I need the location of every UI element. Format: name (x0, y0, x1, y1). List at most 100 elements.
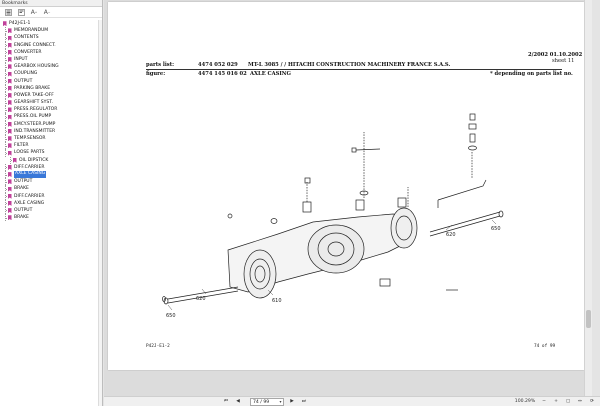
callout-label: 620 (196, 296, 206, 302)
fit-page-icon[interactable]: ▢ (565, 399, 571, 404)
figure-title: AXLE CASING (250, 71, 291, 77)
bookmark-icon (13, 157, 17, 163)
bookmark-icon (8, 121, 12, 127)
bookmark-item[interactable]: TEMP.SENSOR (0, 135, 98, 143)
font-increase-button[interactable]: A+ (30, 8, 38, 16)
last-page-icon[interactable]: ⏭ (301, 399, 307, 404)
tree-connector (5, 149, 9, 157)
bookmark-icon (8, 193, 12, 199)
bookmark-item[interactable]: INPUT (0, 55, 98, 64)
figure-note: * depending on parts list no. (490, 71, 573, 77)
figure-label: figure: (146, 71, 166, 77)
bookmark-item[interactable]: GEARSHIFT SYST. (0, 99, 98, 107)
footer-code: P42J-E1-2 (146, 344, 170, 349)
scrollbar-thumb[interactable] (586, 310, 591, 328)
bookmark-icon (8, 150, 12, 156)
bookmark-item[interactable]: CONVERTER (0, 48, 98, 56)
bookmark-item[interactable]: COUPLING (0, 70, 98, 78)
bookmark-label: CONVERTER (14, 49, 42, 55)
bookmark-item[interactable]: GEARBOX HOUSING (0, 63, 98, 71)
bookmark-label: BRAKE (14, 186, 29, 192)
bookmark-icon (8, 57, 12, 63)
font-decrease-button[interactable]: A− (43, 8, 51, 16)
bookmark-item[interactable]: DIFF.CARRIER (0, 163, 98, 171)
collapse-all-icon[interactable] (17, 8, 25, 16)
page-dropdown-icon[interactable]: ▾ (279, 399, 282, 404)
zoom-level[interactable]: 100.29% (514, 399, 536, 404)
bookmark-item[interactable]: PRESS.OIL PUMP (0, 113, 98, 121)
tree-connector (5, 106, 9, 114)
bookmark-item[interactable]: OUTPUT (0, 77, 98, 85)
bookmark-item[interactable]: OUTPUT (0, 178, 98, 186)
first-page-icon[interactable]: ⏮ (223, 399, 229, 404)
bookmark-item[interactable]: OIL DIPSTICK (0, 156, 98, 164)
bookmark-item[interactable]: MEMORANDUM (0, 27, 98, 35)
bookmark-item[interactable]: IND.TRANSMITTER (0, 127, 98, 135)
bookmark-item[interactable]: OUTPUT (0, 206, 98, 215)
bookmark-label: PRESS.OIL PUMP (14, 114, 52, 120)
bookmark-item[interactable]: P42J-E1-1 (0, 20, 98, 27)
zoom-out-icon[interactable]: − (542, 399, 546, 404)
bookmark-icon (8, 78, 12, 84)
bookmark-item[interactable]: CONTENTS (0, 34, 98, 42)
tree-connector (5, 185, 9, 193)
document-page: 2/2002 01.10.2002 sheet 11 parts list: 4… (108, 2, 584, 370)
fit-width-icon[interactable]: ↔ (578, 399, 582, 404)
tree-connector (5, 163, 9, 171)
bookmark-item[interactable]: BRAKE (0, 214, 98, 222)
tree-connector (5, 34, 9, 42)
tree-connector (5, 48, 9, 56)
callout-label: 620 (446, 232, 456, 238)
bookmark-label: P42J-E1-1 (9, 21, 31, 26)
bookmark-icon (8, 143, 12, 149)
tree-connector (10, 156, 14, 164)
bookmarks-scrollbar[interactable] (98, 20, 102, 406)
bookmark-item[interactable]: BRAKE (0, 185, 98, 193)
bookmark-item[interactable]: ENGINE CONNECT. (0, 41, 98, 49)
bookmark-label: DIFF.CARRIER (14, 193, 45, 199)
bookmark-icon (8, 85, 12, 91)
bookmark-label: CONTENTS (14, 35, 39, 41)
prev-page-icon[interactable]: ◀ (236, 399, 240, 404)
bookmark-item[interactable]: PARKING BRAKE (0, 84, 98, 92)
bookmark-icon (8, 136, 12, 142)
bookmark-label: BRAKE (14, 215, 29, 221)
footer-page: 74 of 99 (534, 344, 556, 349)
bookmark-icon (8, 107, 12, 113)
expand-all-icon[interactable] (4, 8, 12, 16)
bookmark-item[interactable]: PRESS.REGULATOR (0, 106, 98, 114)
bookmark-item[interactable]: AXLE CASING (0, 170, 98, 179)
bookmark-icon (8, 164, 12, 170)
tree-connector (5, 142, 9, 150)
bookmark-icon (8, 179, 12, 185)
bookmark-item[interactable]: POWER TAKE-OFF (0, 91, 98, 100)
bookmark-label: OIL DIPSTICK (19, 157, 49, 163)
bookmark-item[interactable]: LOOSE PARTS (0, 149, 98, 157)
document-scrollbar[interactable] (584, 0, 592, 396)
callout-label: 650 (491, 226, 501, 232)
bookmark-item[interactable]: AXLE CASING (0, 199, 98, 207)
rotate-icon[interactable]: ⟳ (590, 399, 594, 404)
bookmark-icon (3, 21, 7, 27)
doc-date: 2/2002 01.10.2002 (528, 52, 583, 58)
zoom-in-icon[interactable]: + (554, 399, 558, 404)
bookmark-label: TEMP.SENSOR (14, 136, 46, 141)
next-page-icon[interactable]: ▶ (290, 399, 294, 404)
tree-connector (5, 41, 9, 49)
bookmark-icon (8, 208, 12, 214)
bookmark-label: EMCY.STEER.PUMP (14, 121, 56, 127)
callout-label: 650 (166, 313, 176, 319)
bookmark-label: ENGINE CONNECT. (14, 42, 56, 48)
bookmark-icon (8, 28, 12, 34)
bookmark-icon (8, 114, 12, 120)
bookmark-item[interactable]: DIFF.CARRIER (0, 192, 98, 200)
bookmark-icon (8, 129, 12, 134)
tree-connector (5, 70, 9, 78)
bookmark-item[interactable]: EMCY.STEER.PUMP (0, 120, 98, 128)
bookmark-item[interactable]: FILTER (0, 142, 98, 150)
axle-casing-drawing: 620 650 620 610 650 (162, 113, 504, 319)
bookmark-label: AXLE CASING (14, 200, 45, 206)
bookmark-label: OUTPUT (14, 179, 33, 185)
